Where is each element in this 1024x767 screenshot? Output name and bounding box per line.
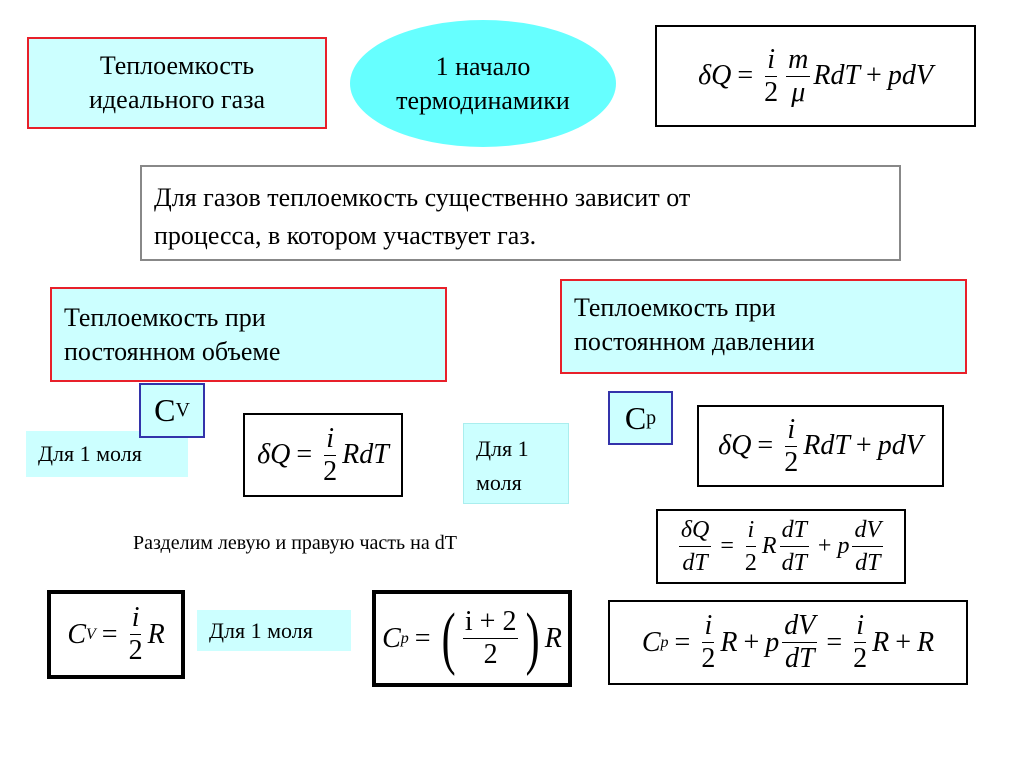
math-token: p [660,633,669,651]
math-token: i [129,602,142,635]
math-token: i [854,610,867,643]
math-token: i [765,43,777,77]
math-token: i [702,610,715,643]
math-token: = [826,626,843,658]
math-token: C [67,618,86,650]
math-token: p [400,629,409,647]
math-token: C [382,622,401,654]
per-mole-label-1: Для 1 моля [26,431,188,477]
per-mole-label-3: Для 1 моля [197,610,351,651]
math-token: + [866,60,882,91]
math-token: μ [791,76,806,108]
math-token: 2 [483,639,498,670]
math-token: dT [682,550,708,576]
note-line2: процесса, в котором участвует газ. [154,221,537,250]
math-token: 2 [323,455,338,487]
math-token: R [917,626,935,658]
math-token: i [745,514,757,547]
math-token: 2 [744,550,757,576]
math-token: + [743,626,760,658]
math-token: 2 [701,643,716,674]
math-token: δQ [718,430,752,461]
math-token: i [785,413,798,447]
math-token: dT [855,550,881,576]
math-token: = [720,533,734,559]
divide-note: Разделим левую и правую часть на dT [133,532,457,554]
math-token: = [757,430,774,461]
title-line2: идеального газа [88,85,266,114]
math-token: 2 [764,76,779,108]
math-token: + [817,533,832,559]
math-token: 2 [784,446,799,478]
constant-volume-box: Теплоемкость при постоянном объеме [50,287,447,382]
math-token: dT [785,643,815,674]
math-token: dT [779,514,809,547]
math-token: V [86,625,96,643]
math-token: p [765,626,780,658]
math-token: R [720,626,738,658]
math-token: δQ [698,60,732,91]
cp-line2: постоянном давлении [574,327,815,356]
math-token: i + 2 [462,606,519,639]
math-token: V [175,399,190,421]
math-token: 2 [128,635,143,666]
math-token: dV [782,610,818,643]
first-law-ellipse: 1 начало термодинамики [350,20,616,147]
first-law-line1: 1 начало [435,51,531,81]
math-token: C [154,392,176,428]
math-token: = [296,439,313,470]
math-token: p [837,533,850,559]
per-mole-label-2: Для 1 моля [463,423,569,504]
math-token: RdT [342,439,389,470]
math-token: C [641,626,661,658]
math-token: pdV [877,430,923,461]
math-token: C [624,399,647,436]
math-token: + [855,430,872,461]
constant-pressure-box: Теплоемкость при постоянном давлении [560,279,967,374]
math-token: R [872,626,890,658]
math-token: RdT [813,60,861,91]
math-token: R [147,618,165,650]
cv-line1: Теплоемкость при [64,303,266,332]
note-line1: Для газов теплоемкость существенно завис… [154,183,691,212]
math-token: RdT [803,430,850,461]
math-token: = [674,626,691,658]
math-token: i [324,422,337,456]
math-token: моля [476,470,522,495]
cp-line1: Теплоемкость при [574,293,776,322]
gas-dependence-note: Для газов теплоемкость существенно завис… [140,165,901,261]
math-token: p [646,406,657,429]
math-token: + [895,626,912,658]
math-token: R [544,622,562,654]
title-line1: Теплоемкость [99,51,255,80]
math-token: pdV [887,60,933,91]
math-token: δQ [678,514,712,547]
math-token: dT [781,550,807,576]
math-token: m [786,43,811,77]
math-token: ) [526,599,541,677]
math-token: dV [852,514,884,547]
first-law-line2: термодинамики [396,85,570,115]
math-token: = [101,618,118,650]
math-token: = [414,622,431,654]
math-token: ( [441,599,456,677]
ideal-gas-heat-capacity-box: Теплоемкость идеального газа [27,37,327,129]
math-token: Для 1 [476,436,529,461]
math-token: R [761,533,777,559]
math-token: 2 [853,643,868,674]
cv-line2: постоянном объеме [64,337,281,366]
math-token: = [737,60,754,91]
math-token: δQ [257,439,291,470]
